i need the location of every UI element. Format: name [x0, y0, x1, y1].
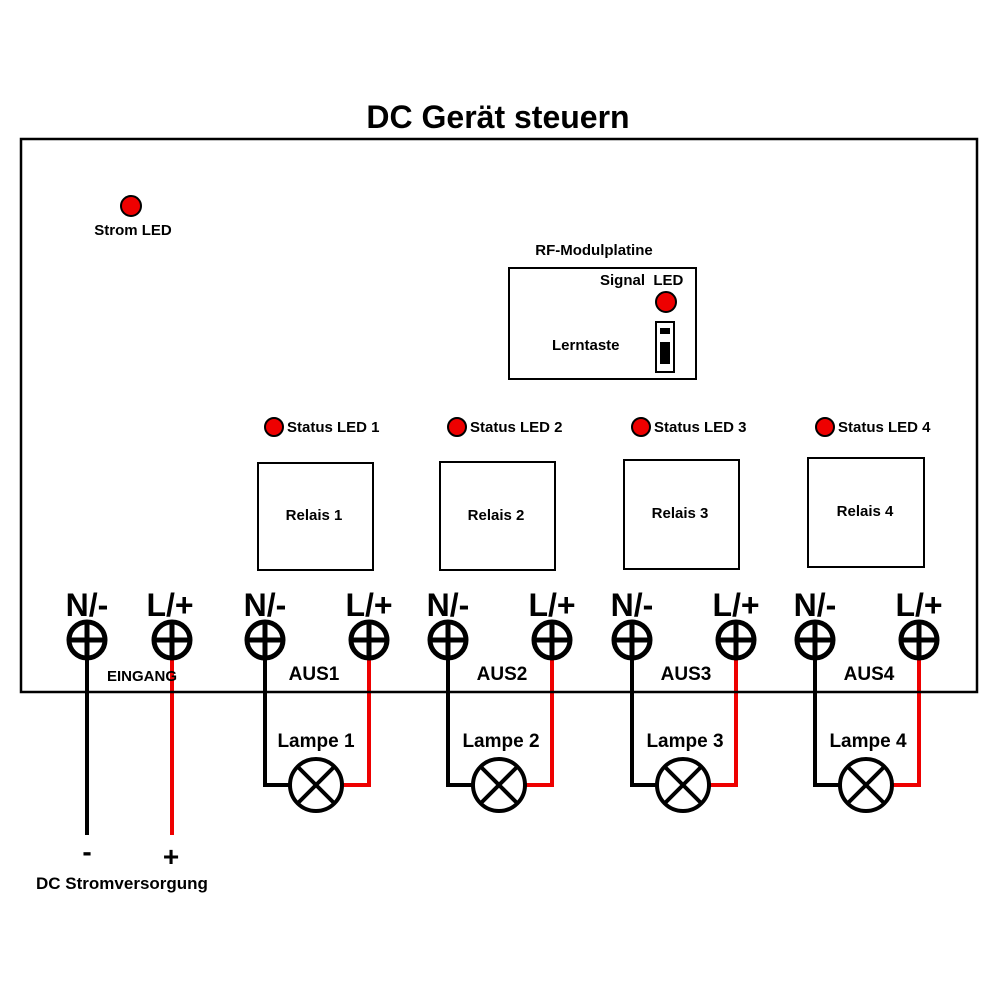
ch1-pos-wire	[342, 640, 371, 787]
ch2-terminal-pos-label: L/+	[528, 587, 575, 623]
ch2-neg-wire	[446, 640, 473, 787]
learn-button-knob	[660, 342, 670, 364]
ch4-terminal-neg-label: N/-	[794, 587, 837, 623]
input-terminal-pos-icon	[151, 619, 193, 661]
ch2-terminal-neg-label: N/-	[427, 587, 470, 623]
ch4-terminal-pos-label: L/+	[895, 587, 942, 623]
ch3-neg-wire	[630, 640, 657, 787]
ch1-terminal-pos-icon	[348, 619, 390, 661]
output-2-label: AUS2	[477, 664, 528, 685]
status-led-2-icon	[447, 417, 467, 437]
channel-1: Status LED 1 Relais 1 N/- L/+ AUS1 Lampe…	[244, 417, 393, 813]
learn-button-label: Lerntaste	[552, 337, 620, 354]
relay-4-box	[807, 457, 925, 568]
channel-4: Status LED 4 Relais 4 N/- L/+ AUS4 Lampe…	[794, 417, 943, 813]
ch3-terminal-neg-label: N/-	[611, 587, 654, 623]
input-label: EINGANG	[107, 668, 177, 685]
ch3-terminal-pos-label: L/+	[712, 587, 759, 623]
ch3-terminal-pos-icon	[715, 619, 757, 661]
relay-2-label: Relais 2	[468, 507, 525, 524]
relay-4-label: Relais 4	[837, 503, 894, 520]
lamp-4-icon	[838, 757, 894, 813]
learn-button-mark	[660, 328, 670, 334]
ch4-pos-wire	[892, 640, 921, 787]
power-supply-label: DC Stromversorgung	[36, 874, 208, 893]
ch2-terminal-neg-icon	[427, 619, 469, 661]
relay-1-box	[257, 462, 374, 571]
controller-board	[19, 137, 979, 694]
status-led-4-label: Status LED 4	[838, 419, 931, 436]
power-supply-plus: +	[163, 841, 179, 872]
input-terminal-neg-label: N/-	[66, 587, 109, 623]
status-led-4-icon	[815, 417, 835, 437]
channel-2: Status LED 2 Relais 2 N/- L/+ AUS2 Lampe…	[427, 417, 576, 813]
input-terminal-pos-label: L/+	[146, 587, 193, 623]
signal-led-icon	[655, 291, 677, 313]
ch3-pos-wire	[709, 640, 738, 787]
ch1-terminal-neg-icon	[244, 619, 286, 661]
input-terminal-neg-icon	[66, 619, 108, 661]
output-3-label: AUS3	[661, 664, 712, 685]
relay-3-label: Relais 3	[652, 505, 709, 522]
lamp-3-label: Lampe 3	[646, 731, 723, 752]
lamp-1-label: Lampe 1	[277, 731, 355, 752]
ch2-pos-wire	[525, 640, 554, 787]
lamp-3-icon	[655, 757, 711, 813]
relay-2-box	[439, 461, 556, 571]
input-block: N/- L/+ EINGANG	[66, 587, 194, 685]
rf-module-title: RF-Modulplatine	[535, 242, 652, 259]
power-supply-minus: -	[82, 836, 91, 867]
relay-1-label: Relais 1	[286, 507, 343, 524]
ch1-terminal-pos-label: L/+	[345, 587, 392, 623]
lamp-2-label: Lampe 2	[462, 731, 539, 752]
power-led-label: Strom LED	[94, 222, 172, 239]
diagram-title: DC Gerät steuern	[366, 99, 629, 135]
power-led-icon	[120, 195, 142, 217]
wires	[85, 640, 921, 835]
ch2-terminal-pos-icon	[531, 619, 573, 661]
ch4-neg-wire	[813, 640, 840, 787]
ch4-terminal-neg-icon	[794, 619, 836, 661]
status-led-2-label: Status LED 2	[470, 419, 563, 436]
learn-button[interactable]	[655, 321, 675, 373]
output-1-label: AUS1	[289, 664, 340, 685]
ch1-neg-wire	[263, 640, 290, 787]
status-led-3-label: Status LED 3	[654, 419, 747, 436]
signal-led-label: Signal LED	[600, 272, 684, 289]
lamp-1-icon	[288, 757, 344, 813]
ch3-terminal-neg-icon	[611, 619, 653, 661]
status-led-1-label: Status LED 1	[287, 419, 380, 436]
lamp-2-icon	[471, 757, 527, 813]
channel-3: Status LED 3 Relais 3 N/- L/+ AUS3 Lampe…	[611, 417, 760, 813]
lamp-4-label: Lampe 4	[829, 731, 907, 752]
status-led-3-icon	[631, 417, 651, 437]
ch4-terminal-pos-icon	[898, 619, 940, 661]
status-led-1-icon	[264, 417, 284, 437]
ch1-terminal-neg-label: N/-	[244, 587, 287, 623]
output-4-label: AUS4	[844, 664, 895, 685]
relay-3-box	[623, 459, 740, 570]
